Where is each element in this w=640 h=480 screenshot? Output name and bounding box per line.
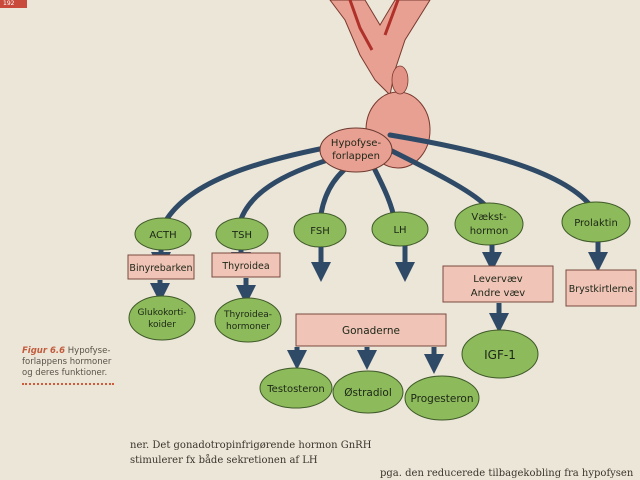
center-label-line2: forlappen xyxy=(332,151,380,162)
product-nodes: Glukokorti- koider Thyroidea- hormoner I… xyxy=(128,295,539,421)
thyroid-hormone-label-line2: hormoner xyxy=(226,322,270,332)
fsh-node: FSH xyxy=(293,212,347,248)
growth-hormone-label-line1: Vækst- xyxy=(471,212,507,223)
caption-divider xyxy=(22,383,114,385)
target-boxes: Binyrebarken Thyroidea Levervæv Andre væ… xyxy=(127,252,637,347)
breast-label: Brystkirtlerne xyxy=(569,284,634,295)
tsh-node: TSH xyxy=(215,217,269,251)
figure-caption-text: Hypofyse-forlappens hormoner og deres fu… xyxy=(22,346,112,378)
progesterone-label: Progesteron xyxy=(411,393,474,405)
thyroid-label: Thyroidea xyxy=(221,261,269,272)
growth-hormone-node: Vækst- hormon xyxy=(454,202,524,246)
lh-label: LH xyxy=(393,225,406,236)
growth-hormone-label-line2: hormon xyxy=(470,226,509,237)
testosterone-node: Testosteron xyxy=(259,367,333,409)
estradiol-node: Østradiol xyxy=(332,370,404,414)
figure-caption: Figur 6.6 Hypofyse-forlappens hormoner o… xyxy=(22,346,122,385)
glucocorticoid-label-line1: Glukokorti- xyxy=(138,308,187,318)
thyroid-hormone-label-line1: Thyroidea- xyxy=(223,310,272,320)
body-text-left: ner. Det gonadotropinfrigørende hormon G… xyxy=(130,438,380,468)
anterior-pituitary-node: Hypofyse- forlappen xyxy=(319,127,393,173)
tsh-label: TSH xyxy=(231,230,252,241)
gonads-box: Gonaderne xyxy=(295,313,447,347)
acth-label: ACTH xyxy=(149,230,176,241)
page-number: 192 xyxy=(0,0,27,8)
fsh-label: FSH xyxy=(310,226,329,237)
gonads-label: Gonaderne xyxy=(342,325,400,337)
igf-label: IGF-1 xyxy=(484,348,516,362)
glucocorticoid-label-line2: koider xyxy=(148,320,176,330)
liver-box: Levervæv Andre væv xyxy=(442,265,554,303)
acth-node: ACTH xyxy=(134,217,192,251)
figure-number: Figur 6.6 xyxy=(22,346,66,356)
estradiol-label: Østradiol xyxy=(344,387,392,399)
igf-node: IGF-1 xyxy=(461,329,539,379)
liver-label-line2: Andre væv xyxy=(471,288,525,299)
testosterone-label: Testosteron xyxy=(266,384,324,395)
body-text-line2: stimulerer fx både sekretionen af LH xyxy=(130,455,318,466)
breast-box: Brystkirtlerne xyxy=(565,269,637,307)
progesterone-node: Progesteron xyxy=(404,375,480,421)
body-text-right: pga. den reducerede tilbagekobling fra h… xyxy=(380,468,634,479)
adrenal-box: Binyrebarken xyxy=(127,254,195,280)
thyroid-box: Thyroidea xyxy=(211,252,281,278)
body-text-line1: ner. Det gonadotropinfrigørende hormon G… xyxy=(130,440,372,451)
lh-node: LH xyxy=(371,211,429,247)
prolactin-node: Prolaktin xyxy=(561,201,631,243)
glucocorticoid-node: Glukokorti- koider xyxy=(128,295,196,341)
liver-label-line1: Levervæv xyxy=(473,274,522,285)
prolactin-label: Prolaktin xyxy=(574,218,618,229)
center-label-line1: Hypofyse- xyxy=(331,138,382,149)
thyroid-hormone-node: Thyroidea- hormoner xyxy=(214,297,282,343)
hormone-nodes: ACTH TSH FSH LH Vækst- hormon Prolakt xyxy=(134,201,631,251)
adrenal-label: Binyrebarken xyxy=(129,263,192,274)
